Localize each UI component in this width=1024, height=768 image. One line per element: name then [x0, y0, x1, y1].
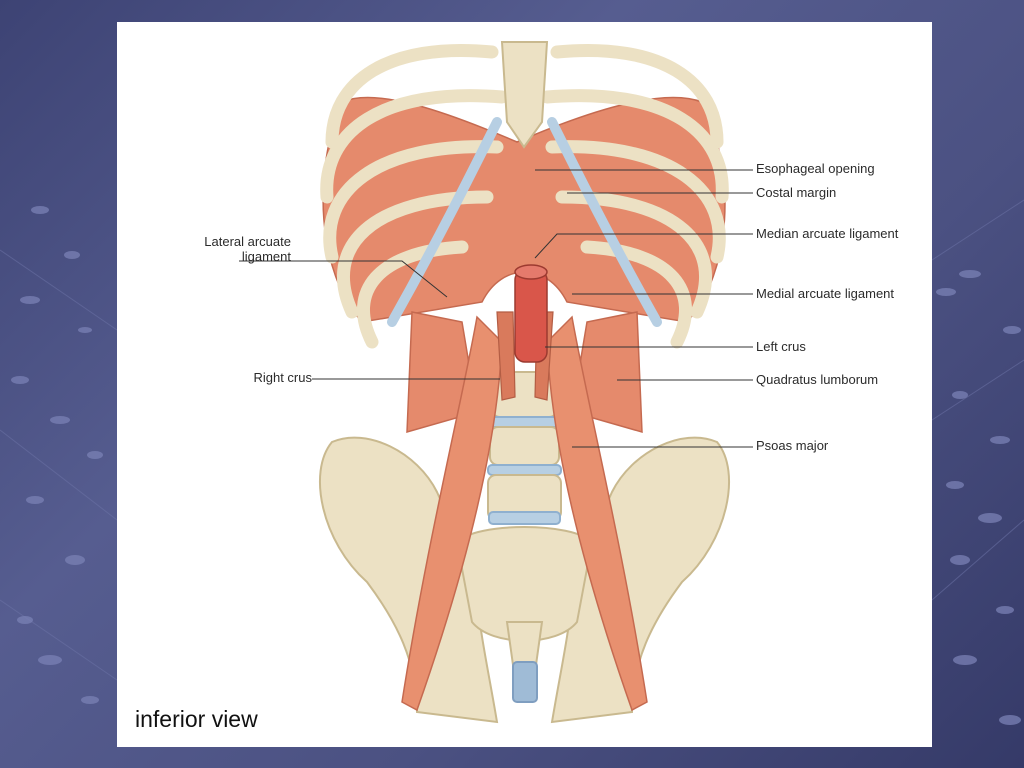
label-psoas-major: Psoas major — [756, 438, 829, 453]
diaphragm-illustration — [239, 41, 753, 724]
label-lateral-arcuate-ligament: Lateral arcuate ligament — [204, 234, 291, 264]
sternum — [500, 41, 549, 149]
label-left-crus: Left crus — [756, 339, 806, 354]
label-esophageal-opening: Esophageal opening — [756, 161, 875, 176]
lumbar-spine — [487, 371, 562, 525]
aorta — [514, 264, 548, 363]
psoas-major-muscle — [401, 315, 648, 712]
label-costal-margin: Costal margin — [756, 185, 837, 200]
figure-panel: Esophageal opening Costal margin Median … — [117, 22, 932, 747]
label-medial-arcuate-ligament: Medial arcuate ligament — [756, 286, 895, 301]
leader-lines — [239, 169, 753, 448]
pelvis — [319, 436, 730, 724]
rib-cage — [320, 44, 729, 349]
label-quadratus-lumborum: Quadratus lumborum — [756, 372, 879, 387]
label-right-crus: Right crus — [253, 370, 312, 385]
label-median-arcuate-ligament: Median arcuate ligament — [756, 226, 899, 241]
view-caption: inferior view — [135, 706, 258, 732]
